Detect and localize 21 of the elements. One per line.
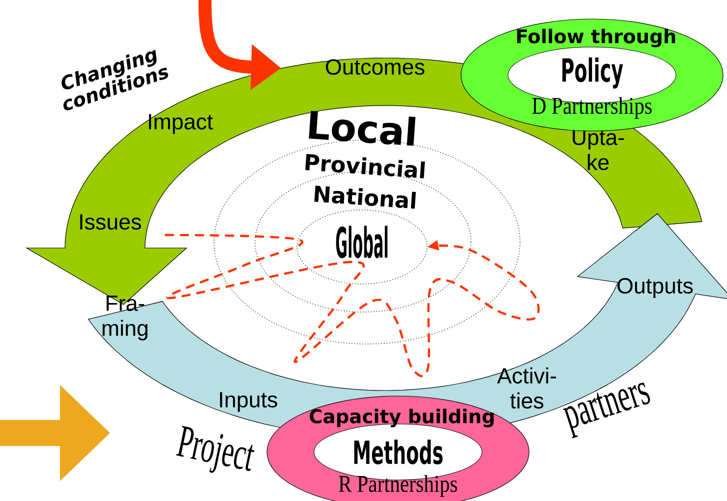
stage-label: Activi- ties xyxy=(497,367,556,409)
ring-heading: Capacity building xyxy=(310,408,494,428)
ring-title: Policy xyxy=(562,57,623,89)
ring-heading: Follow through xyxy=(517,28,676,48)
ring-subtitle: R Partnerships xyxy=(338,475,458,497)
stage-label: Outputs xyxy=(618,278,693,298)
scale-label: National xyxy=(314,186,416,209)
scale-label: Provincial xyxy=(305,154,425,178)
stage-label: Impact xyxy=(149,114,213,134)
caption-text: partners xyxy=(562,382,650,438)
caption-text: Project xyxy=(176,426,254,473)
scale-label: Global xyxy=(336,226,388,258)
arrow xyxy=(165,234,540,377)
stage-label: Issues xyxy=(80,214,141,230)
ring-title: Methods xyxy=(354,440,443,464)
stage-label: Inputs xyxy=(220,392,278,412)
stage-label: Fra- ming xyxy=(102,296,148,340)
stage-label: Outcomes xyxy=(326,59,424,75)
ring-subtitle: D Partnerships xyxy=(532,97,652,119)
stage-label: Upta- ke xyxy=(572,130,624,170)
scale-label: Local xyxy=(308,110,416,146)
